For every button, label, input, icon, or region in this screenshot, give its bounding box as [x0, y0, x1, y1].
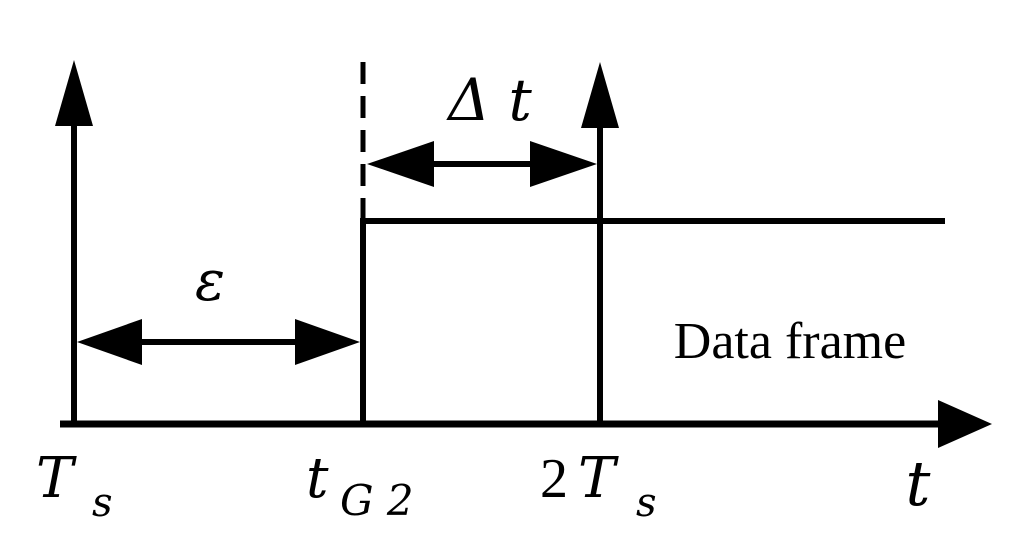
epsilon-arrowhead-left [77, 319, 142, 365]
epsilon-label: ε [195, 249, 225, 314]
delta-t-label-text: Δ t [446, 66, 532, 134]
ts-label-base: T [36, 446, 77, 511]
ts-marker [55, 60, 93, 424]
epsilon-arrowhead-right [295, 319, 360, 365]
tg2-label-sub: G 2 [340, 476, 414, 525]
delta-t-arrowhead-left [367, 141, 434, 187]
t-axis-label: t [906, 447, 931, 520]
two-ts-label-coef: 2 [540, 448, 568, 510]
data-frame-step [360, 218, 945, 424]
data-frame-label: Data frame [674, 313, 906, 370]
ts-label-sub: s [92, 480, 113, 526]
two-ts-arrowhead [581, 62, 619, 128]
tg2-label-base: t [306, 446, 329, 511]
two-ts-label-sub: s [636, 480, 657, 526]
epsilon-interval-arrow [77, 319, 360, 365]
delta-t-arrowhead-right [530, 141, 597, 187]
time-axis-arrowhead [938, 400, 992, 448]
delta-t-interval-arrow [367, 141, 597, 187]
time-axis [60, 400, 992, 448]
two-ts-label-base: T [578, 446, 619, 511]
two-ts-marker [581, 62, 619, 424]
ts-arrowhead [55, 60, 93, 126]
delta-t-label: Δ t [446, 66, 532, 134]
